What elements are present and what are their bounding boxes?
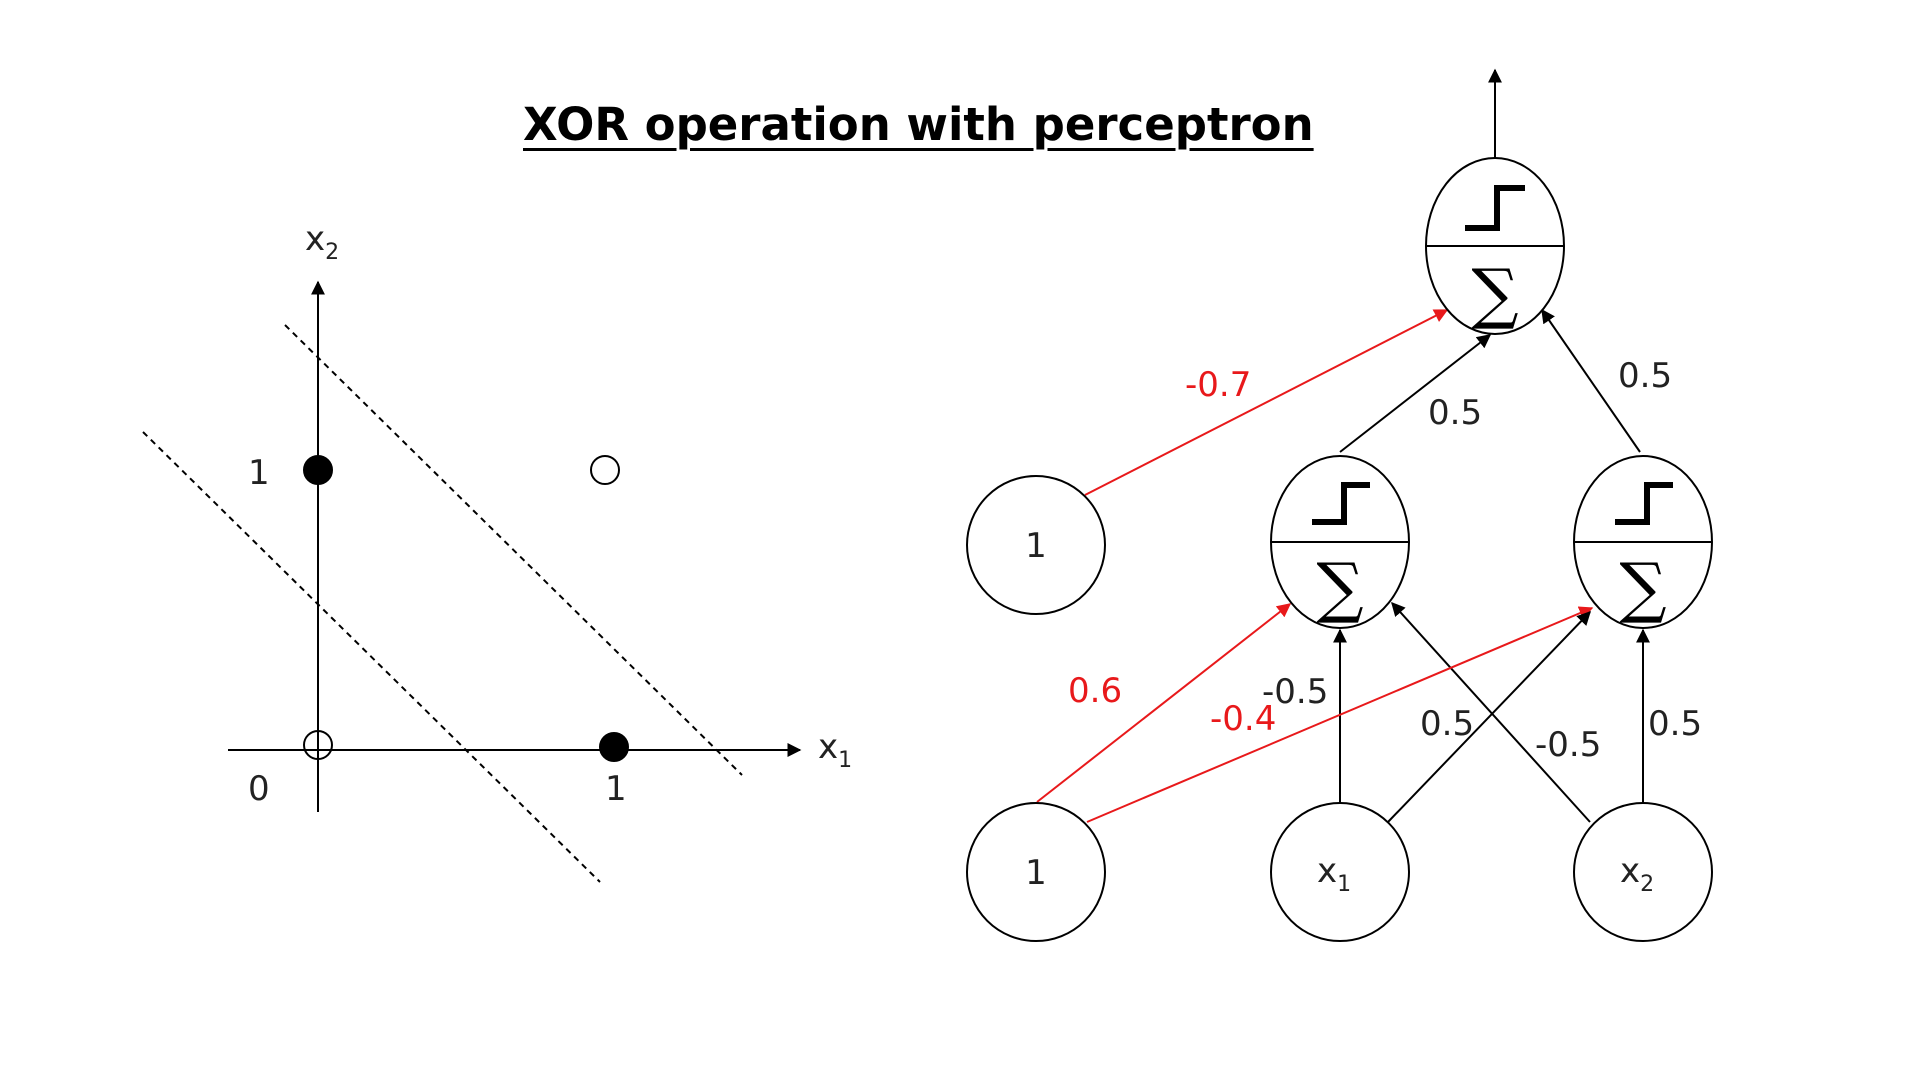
sum-symbol: ∑ — [1471, 255, 1518, 332]
origin-label: 0 — [248, 769, 270, 809]
weight-bias-to-h2: -0.4 — [1210, 699, 1276, 739]
weight-x2-to-h1: -0.5 — [1535, 725, 1601, 765]
x-tick-label: 1 — [605, 769, 627, 809]
y-tick-label: 1 — [248, 453, 270, 493]
hidden-neuron-2: ∑ — [1573, 455, 1713, 629]
weight-h2-to-out: 0.5 — [1618, 356, 1672, 396]
edge-x2-to-h1 — [1391, 601, 1591, 823]
weight-x2-to-h2: 0.5 — [1648, 704, 1702, 744]
point-0-1 — [303, 455, 333, 485]
weight-h1-to-out: 0.5 — [1428, 393, 1482, 433]
input-node-bias: 1 — [966, 802, 1106, 942]
perceptron-network: 1 x1 x2 1 ∑ ∑ — [966, 68, 1713, 942]
svg-text:1: 1 — [1025, 853, 1047, 893]
step-function-icon — [1312, 482, 1370, 525]
x-axis-label: x1 — [818, 727, 852, 773]
step-function-icon — [1465, 185, 1525, 231]
output-neuron: ∑ — [1425, 157, 1565, 335]
weight-x1-to-h2: 0.5 — [1420, 704, 1474, 744]
point-0-0 — [303, 730, 333, 760]
point-1-1 — [590, 455, 620, 485]
edge-bias-to-h2 — [1086, 606, 1594, 823]
hidden-neuron-1: ∑ — [1270, 455, 1410, 629]
xor-plot: x2 x1 0 1 1 — [142, 219, 852, 883]
svg-text:x1: x1 — [1317, 851, 1351, 897]
weight-x1-to-h1: -0.5 — [1262, 672, 1328, 712]
decision-boundary-upper — [284, 324, 743, 776]
weight-bias-to-out: -0.7 — [1185, 365, 1251, 405]
point-1-0 — [599, 732, 629, 762]
decision-boundary-lower — [142, 431, 601, 883]
weight-bias-to-h1: 0.6 — [1068, 671, 1122, 711]
svg-text:x2: x2 — [1620, 851, 1654, 897]
y-axis-label: x2 — [305, 219, 339, 265]
page-title: XOR operation with perceptron — [523, 98, 1314, 151]
hidden-bias-node: 1 — [966, 475, 1106, 615]
sum-symbol: ∑ — [1316, 549, 1363, 626]
edge-h1-to-out — [1339, 334, 1492, 453]
sum-symbol: ∑ — [1619, 549, 1666, 626]
input-node-x1: x1 — [1270, 802, 1410, 942]
input-node-x2: x2 — [1573, 802, 1713, 942]
svg-text:1: 1 — [1025, 526, 1047, 566]
edge-x1-to-h2 — [1387, 610, 1591, 823]
edge-bias-to-out — [1084, 309, 1449, 496]
edge-bias-to-h1 — [1036, 603, 1292, 803]
edge-h2-to-out — [1541, 308, 1641, 453]
step-function-icon — [1615, 482, 1673, 525]
